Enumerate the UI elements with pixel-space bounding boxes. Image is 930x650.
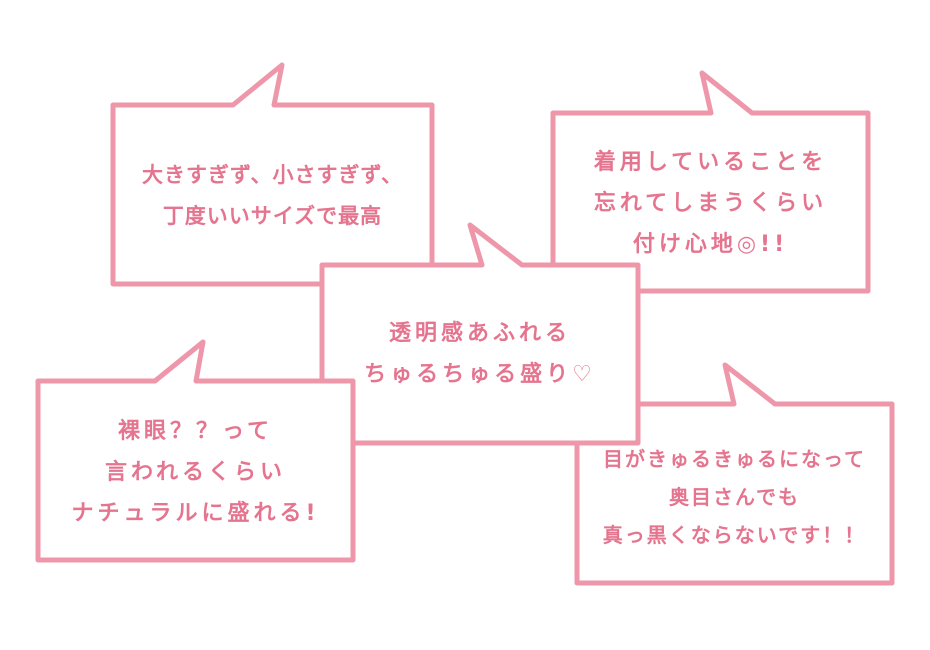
speech-bubble-text: 透明感あふれる ちゅるちゅる盛り♡ [322,265,638,443]
speech-bubble-outline [574,362,895,586]
speech-bubble-outline [110,62,435,287]
bubble-line: 丁度いいサイズで最高 [162,203,383,228]
speech-bubble-text: 裸眼？？って 言われるくらい ナチュラルに盛れる! [38,384,353,560]
speech-bubble-outline [319,222,641,446]
speech-bubble-text: 大きすぎず、小さすぎず、 丁度いいサイズで最高 [113,107,432,284]
bubble-line: 言われるくらい [105,459,286,485]
bubble-line: 透明感あふれる [388,321,571,346]
bubble-line: 真っ黒くならないです！！ [602,522,867,547]
bubble-line: 裸眼？？って [118,418,273,444]
bubble-line: 大きすぎず、小さすぎず、 [141,162,404,187]
speech-bubble-text: 目がきゅるきゅるになって 奥目さんでも 真っ黒くならないです！！ [577,410,892,583]
bubble-line: 着用していることを [593,149,828,175]
bubble-line: 目がきゅるきゅるになって [603,446,866,471]
speech-bubble-outline [35,339,356,563]
bubble-line: 忘れてしまうくらい [593,190,828,216]
bubble-line: 付け心地◎!! [632,231,789,257]
bubble-line: ナチュラルに盛れる! [71,500,320,526]
bubble-line: ちゅるちゅる盛り♡ [364,362,596,387]
bubble-line: 奥目さんでも [669,484,800,509]
speech-bubble-text: 着用していることを 忘れてしまうくらい 付け心地◎!! [553,115,868,291]
